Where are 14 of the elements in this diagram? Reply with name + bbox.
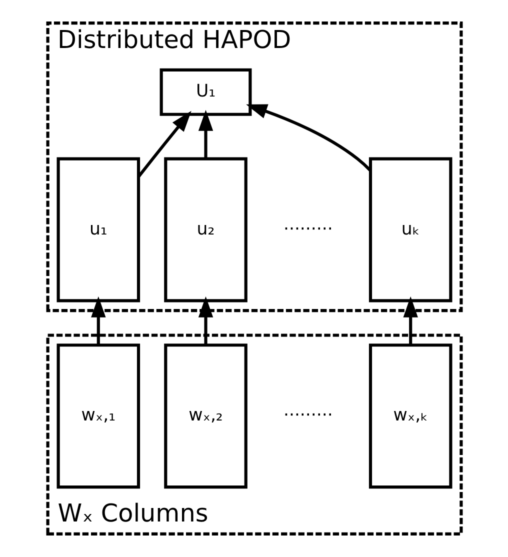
node-box: wₓ,₁	[56, 344, 140, 489]
arrow	[246, 104, 371, 172]
node-box: u₂	[164, 157, 247, 302]
arrow	[198, 110, 213, 158]
node-box: u₁	[56, 157, 140, 302]
label: ·········	[282, 219, 332, 240]
arrow	[198, 296, 213, 345]
node-box: uₖ	[368, 157, 452, 302]
node-box: U₁	[159, 68, 252, 116]
label: ·········	[282, 406, 332, 426]
arrow	[90, 296, 106, 345]
arrow	[402, 296, 418, 345]
node-box: wₓ,ₖ	[368, 344, 452, 489]
node-box: wₓ,₂	[164, 344, 247, 489]
